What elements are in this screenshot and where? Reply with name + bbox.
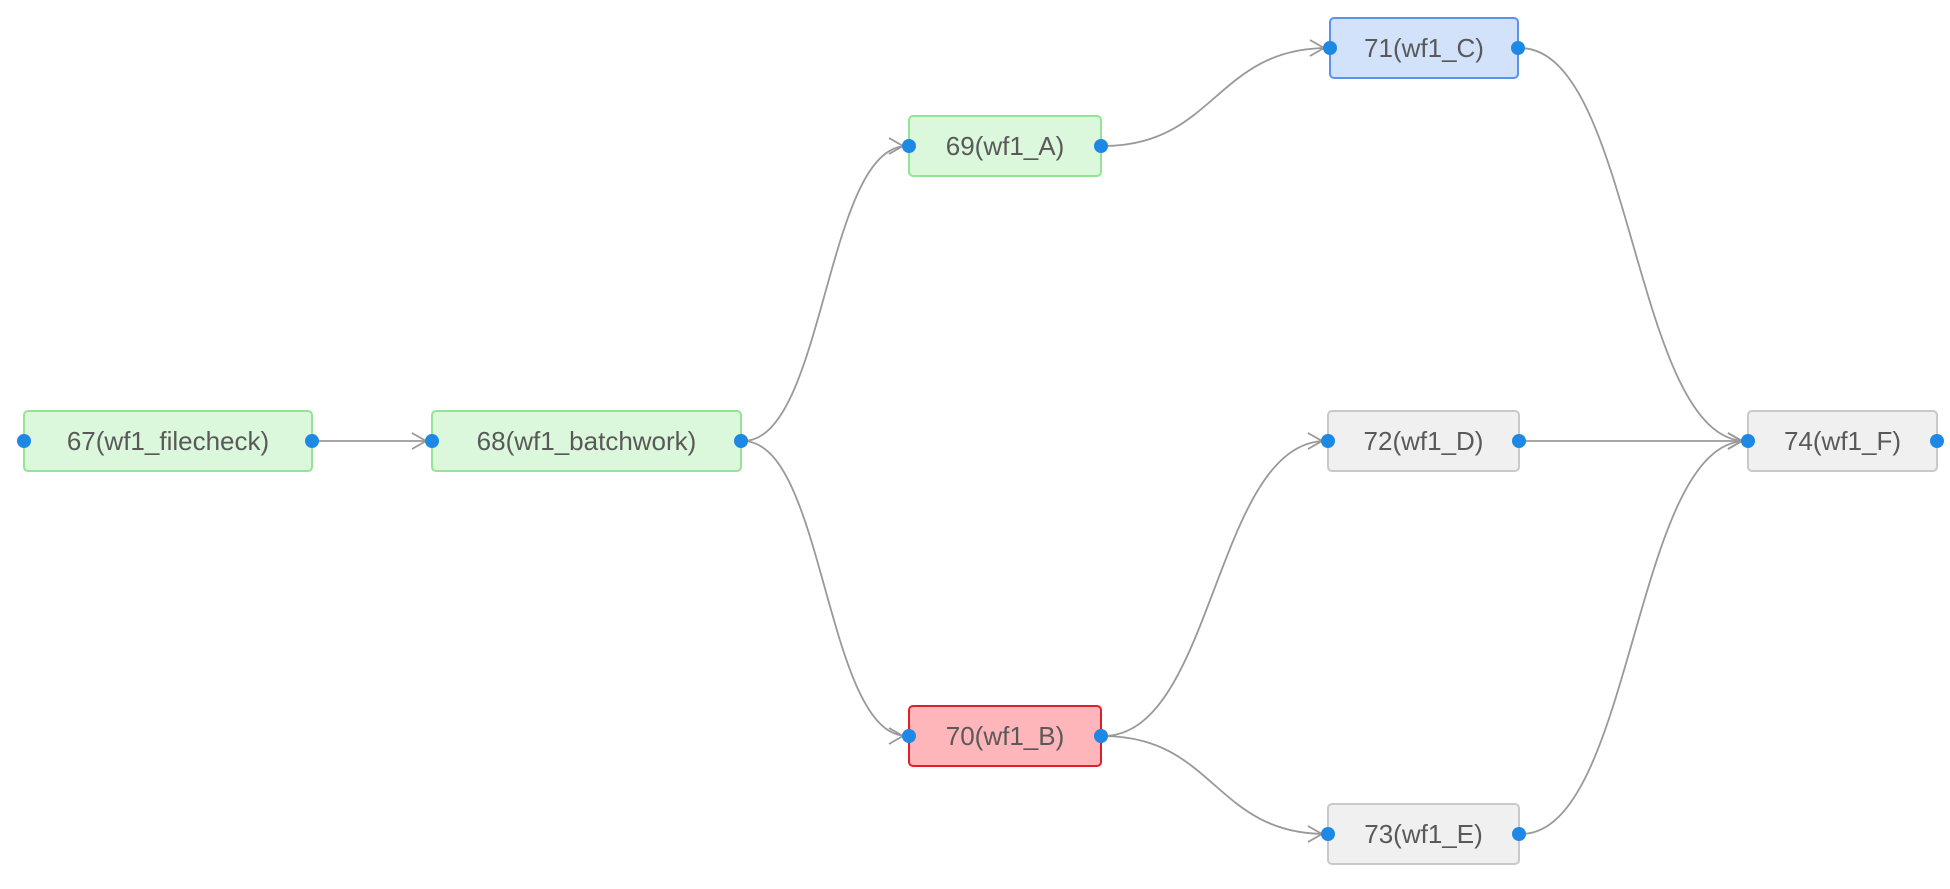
input-port[interactable] [1741,434,1755,448]
task-node-wf1-batchwork[interactable]: 68(wf1_batchwork) [425,410,748,472]
output-port[interactable] [1512,434,1526,448]
edge-73-to-74 [1520,440,1747,835]
task-node-wf1-e[interactable]: 73(wf1_E) [1321,803,1526,865]
output-port[interactable] [1094,139,1108,153]
task-node-label: 74(wf1_F) [1783,425,1902,456]
task-node-wf1-b[interactable]: 70(wf1_B) [902,705,1108,767]
input-port[interactable] [1323,41,1337,55]
task-node-label: 73(wf1_E) [1364,818,1483,849]
task-node-label: 68(wf1_batchwork) [476,425,697,456]
output-port[interactable] [1930,434,1944,448]
edge-71-to-74 [1519,47,1747,442]
input-port[interactable] [17,434,31,448]
task-node-wf1-filecheck[interactable]: 67(wf1_filecheck) [17,410,319,472]
output-port[interactable] [1511,41,1525,55]
task-node-label: 71(wf1_C) [1364,32,1484,63]
edge-68-to-70 [742,440,908,737]
edge-70-to-72 [1102,440,1327,737]
output-port[interactable] [1094,729,1108,743]
task-node-label: 67(wf1_filecheck) [66,425,270,456]
task-node-label: 70(wf1_B) [945,720,1065,751]
task-node-label: 72(wf1_D) [1363,425,1484,456]
task-node-wf1-f[interactable]: 74(wf1_F) [1741,410,1944,472]
task-node-wf1-c[interactable]: 71(wf1_C) [1323,17,1525,79]
output-port[interactable] [1512,827,1526,841]
input-port[interactable] [425,434,439,448]
input-port[interactable] [902,729,916,743]
output-port[interactable] [305,434,319,448]
task-node-wf1-a[interactable]: 69(wf1_A) [902,115,1108,177]
edge-69-to-71 [1102,47,1329,147]
output-port[interactable] [734,434,748,448]
input-port[interactable] [1321,434,1335,448]
edge-70-to-73 [1102,735,1327,835]
task-node-wf1-d[interactable]: 72(wf1_D) [1321,410,1526,472]
task-node-label: 69(wf1_A) [945,130,1065,161]
input-port[interactable] [1321,827,1335,841]
input-port[interactable] [902,139,916,153]
edge-68-to-69 [742,145,908,442]
